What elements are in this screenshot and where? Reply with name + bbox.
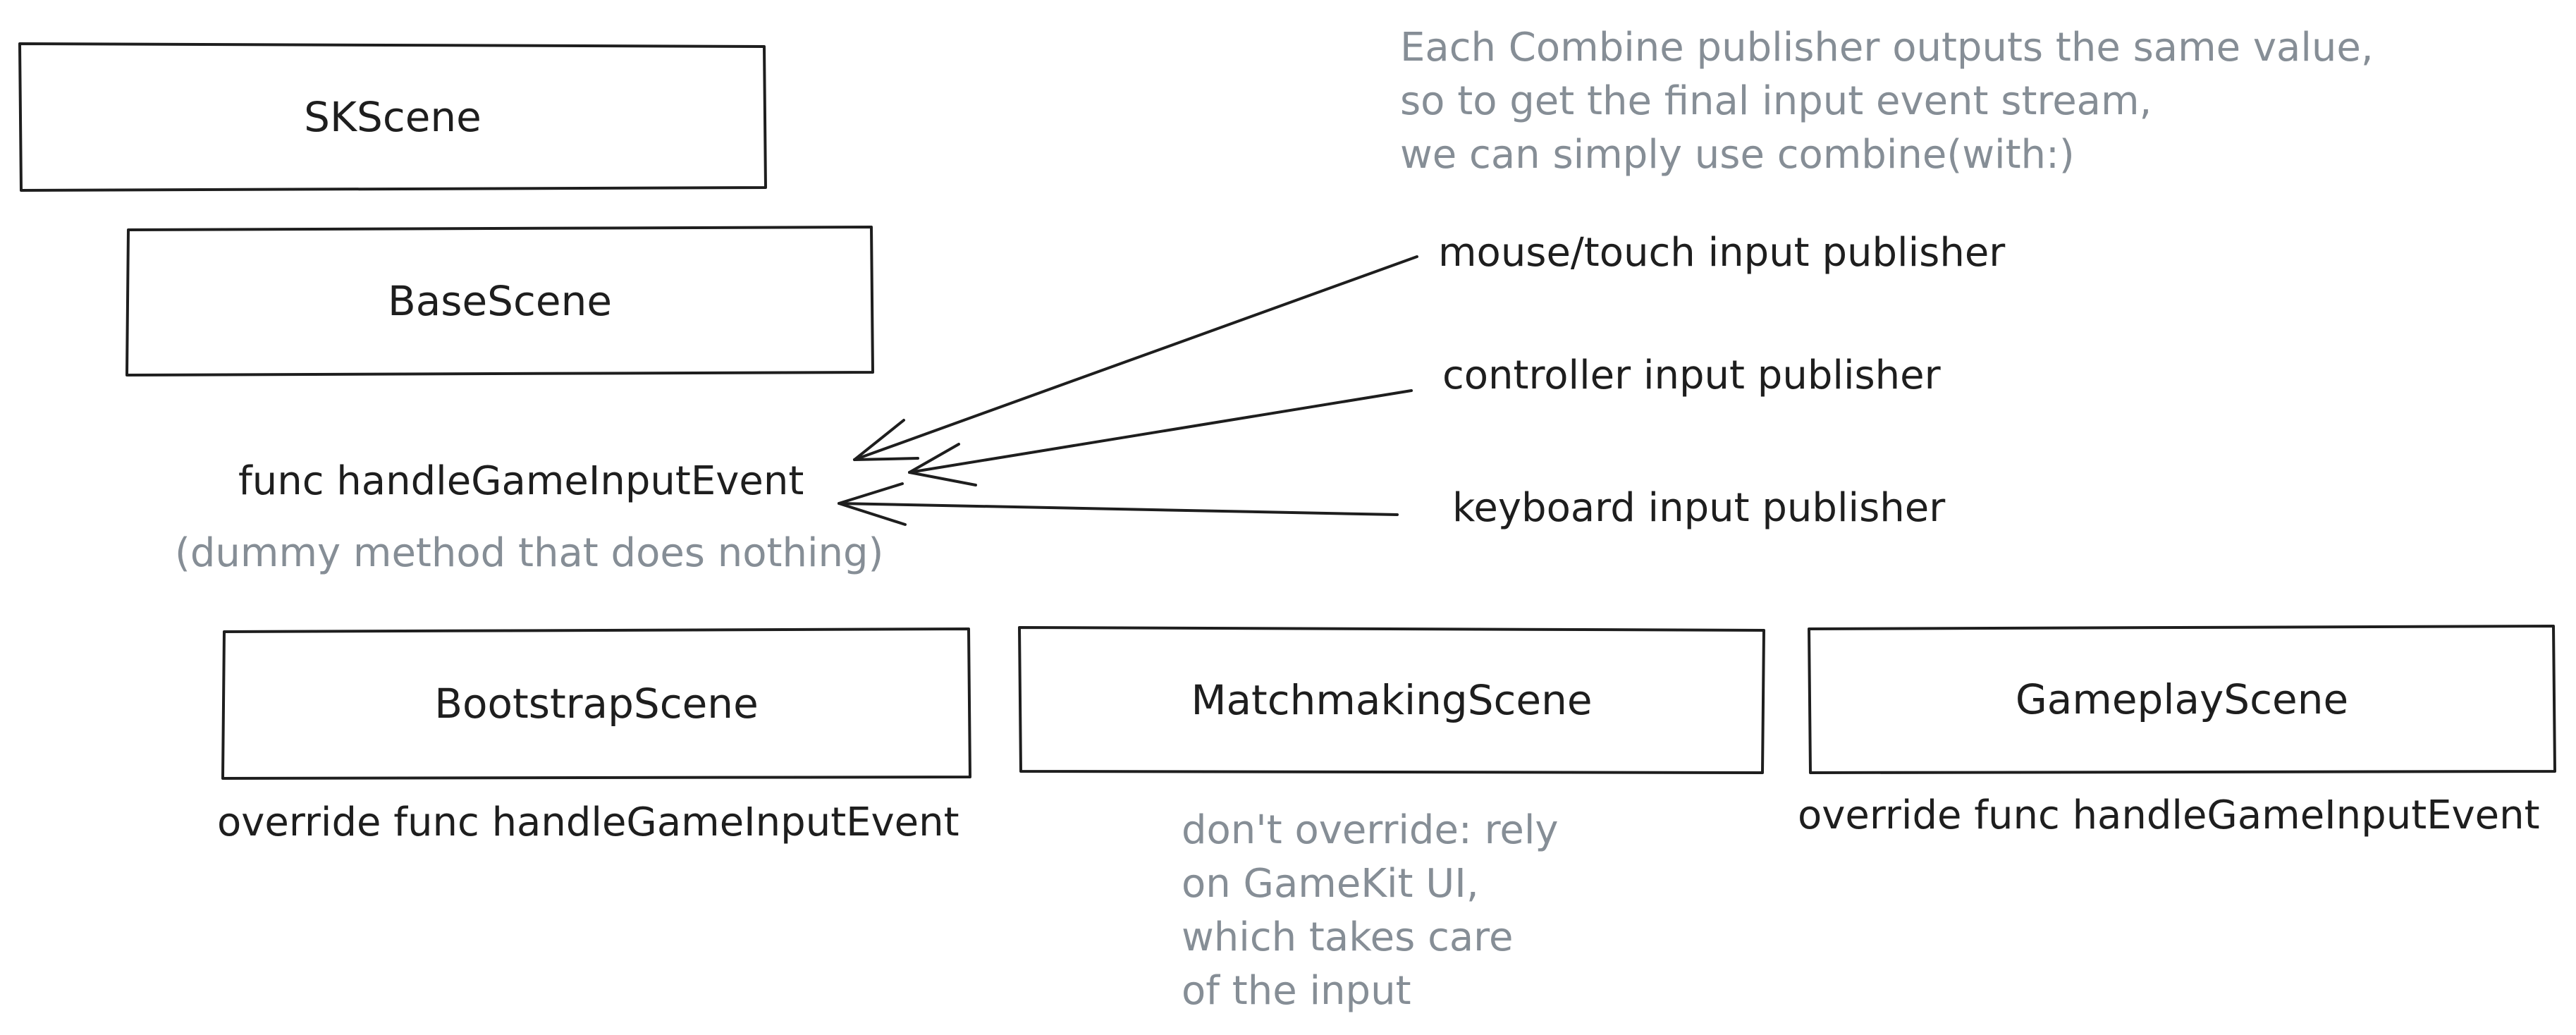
arrowhead-controller — [908, 443, 977, 486]
gameplay-box — [1808, 625, 2556, 774]
bootstrapscene-label: BootstrapScene — [434, 680, 759, 728]
combine-note-line: so to get the final input event stream, — [1400, 78, 2152, 124]
combine-note: Each Combine publisher outputs the same … — [1400, 21, 2374, 182]
arrowhead-mouse — [853, 419, 919, 461]
arrow-keyboard — [838, 502, 1399, 516]
method-name: func handleGameInputEvent — [238, 458, 804, 504]
combine-note-line: Each Combine publisher outputs the same … — [1400, 25, 2374, 71]
gameplayscene-label: GameplayScene — [2015, 675, 2349, 723]
matchmaking-note: don't override: rely on GameKit UI, whic… — [1182, 804, 1559, 1018]
combine-note-line: we can simply use combine(with:) — [1400, 132, 2075, 178]
bootstrap-override-label: override func handleGameInputEvent — [217, 800, 959, 845]
keyboard-publisher-label: keyboard input publisher — [1452, 485, 1946, 531]
skscene-box — [18, 42, 767, 192]
matchmaking-note-line: don't override: rely — [1182, 807, 1559, 853]
matchmaking-note-line: of the input — [1182, 968, 1411, 1014]
gameplay-override-label: override func handleGameInputEvent — [1798, 792, 2540, 838]
matchmaking-note-line: on GameKit UI, — [1182, 861, 1479, 907]
bootstrap-box — [221, 627, 971, 780]
basescene-box — [125, 226, 874, 376]
basescene-label: BaseScene — [387, 277, 613, 325]
arrow-mouse — [853, 255, 1418, 461]
arrow-controller — [908, 389, 1413, 474]
skscene-label: SKScene — [304, 93, 482, 141]
arrowhead-keyboard — [838, 482, 907, 526]
matchmaking-note-line: which takes care — [1182, 914, 1514, 960]
method-note: (dummy method that does nothing) — [175, 530, 884, 576]
matchmaking-box — [1018, 626, 1765, 774]
controller-publisher-label: controller input publisher — [1442, 353, 1941, 398]
matchmakingscene-label: MatchmakingScene — [1191, 676, 1593, 724]
mouse-touch-publisher-label: mouse/touch input publisher — [1438, 230, 2006, 276]
